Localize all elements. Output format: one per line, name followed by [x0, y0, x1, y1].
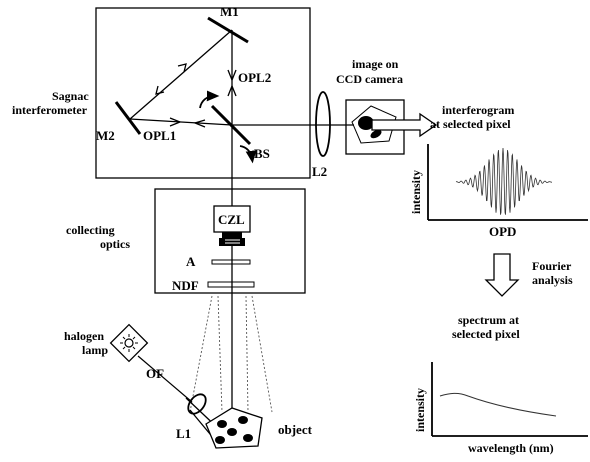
fov-line: [251, 295, 273, 413]
label-czl: CZL: [218, 212, 245, 227]
beam-arrow: [169, 117, 182, 127]
label-interferogram: interferogram: [442, 103, 514, 117]
hollow-arrow-down: [484, 253, 520, 297]
czl-barrel-front: [219, 238, 245, 246]
beam-arrow: [155, 85, 165, 95]
label-opl2: OPL2: [238, 70, 271, 85]
label-m1: M1: [220, 4, 239, 19]
lens-l2: [315, 91, 331, 157]
beam-arrow: [227, 84, 237, 97]
label-ndf: NDF: [172, 278, 199, 293]
label-m2: M2: [96, 128, 115, 143]
label-optics: optics: [100, 237, 130, 251]
label-interferometer: interferometer: [12, 103, 88, 117]
label-l2: L2: [312, 164, 327, 179]
ndf-filter: [207, 281, 255, 288]
label-of: OF: [146, 366, 164, 381]
aperture-a: [211, 259, 251, 265]
label-collecting: collecting: [66, 223, 115, 237]
hollow-arrow-right: [371, 112, 438, 138]
interferogram-ylabel: intensity: [409, 170, 423, 214]
mirror-m1: [207, 16, 249, 44]
fov-line: [217, 295, 223, 413]
interferogram-xlabel: OPD: [489, 224, 516, 239]
rotation-arc-lower: [239, 145, 257, 164]
label-interferogram-pixel: at selected pixel: [430, 117, 511, 131]
object-spot: [227, 428, 237, 436]
ccd-leaf: [370, 129, 382, 139]
label-image-on: image on: [352, 57, 399, 71]
label-spectrum-pixel: selected pixel: [452, 327, 520, 341]
label-analysis: analysis: [532, 273, 573, 287]
lens-l1: [187, 393, 207, 415]
beam-arrow: [193, 119, 206, 128]
label-sagnac: Sagnac: [52, 89, 89, 103]
label-ccd-camera: CCD camera: [336, 72, 403, 86]
label-bs: BS: [254, 146, 270, 161]
lamp-rays: [120, 334, 138, 352]
sagnac-box: [95, 7, 311, 179]
spectrum-xlabel: wavelength (nm): [468, 441, 554, 455]
ccd-spot: [358, 116, 374, 130]
optical-fiber: [137, 355, 193, 403]
label-a: A: [186, 254, 196, 269]
object-spot: [243, 434, 253, 442]
lamp-sun-icon: [124, 338, 134, 348]
object-spot: [217, 420, 227, 428]
object-spot: [215, 436, 225, 444]
czl-lens: [213, 205, 251, 233]
mirror-m2: [114, 101, 142, 135]
rotation-arc-upper: [199, 90, 220, 109]
fov-line: [245, 295, 249, 413]
spectrum-trace: [439, 392, 557, 417]
interferogram-trace: [455, 147, 552, 215]
beam-arrow: [177, 63, 187, 73]
collecting-optics-box: [154, 188, 306, 294]
object: [205, 407, 263, 449]
label-opl1: OPL1: [143, 128, 176, 143]
label-l1: L1: [176, 426, 191, 441]
object-spot: [238, 416, 248, 424]
label-halogen: halogen: [64, 329, 104, 343]
beam-m1-to-m2: [129, 29, 233, 120]
spectrum-ylabel: intensity: [413, 388, 427, 432]
label-object: object: [278, 422, 313, 437]
beam-arrow: [227, 69, 237, 82]
label-fourier: Fourier: [532, 259, 572, 273]
label-lamp: lamp: [82, 343, 108, 357]
label-spectrum: spectrum at: [458, 313, 519, 327]
halogen-lamp: [109, 323, 149, 363]
